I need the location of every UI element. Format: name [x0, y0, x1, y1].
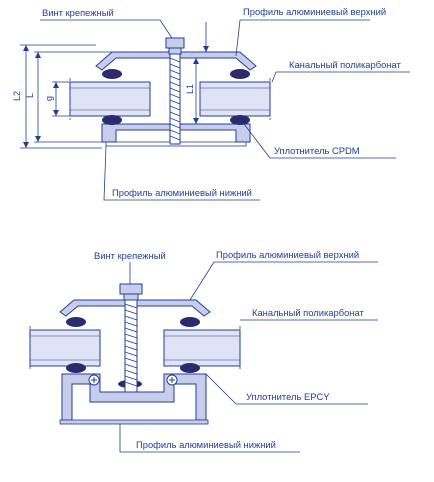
top-seals: [102, 69, 250, 125]
dim-g: g: [44, 96, 54, 101]
top-screw-label: Винт крепежный: [42, 7, 114, 18]
top-polycarbonate-label: Канальный поликарбонат: [289, 59, 401, 70]
top-dimensions: [20, 22, 207, 149]
bottom-seal-label: Уплотнитель EPCY: [246, 391, 330, 402]
bottom-leaders: [119, 261, 378, 453]
top-diagram: L2 L g L1 Винт крепежный Профиль алюмини…: [12, 6, 410, 201]
bottom-panel-left: [29, 326, 101, 370]
top-panel-left: [69, 78, 151, 120]
dim-l: L: [25, 93, 35, 98]
bottom-diagram: Винт крепежный Профиль алюминиевый верхн…: [29, 249, 378, 453]
bottom-screw: [119, 283, 143, 393]
bottom-lower-profile: [61, 373, 207, 421]
top-panel-right: [199, 78, 271, 120]
dim-l2: L2: [12, 91, 22, 101]
top-screw: [165, 37, 185, 145]
dim-l1: L1: [185, 84, 195, 94]
top-leaders: [40, 19, 410, 201]
bottom-seals: [66, 317, 200, 388]
bottom-fastener-marks: [88, 374, 178, 386]
bottom-upper-profile-label: Профиль алюминиевый верхний: [216, 249, 359, 260]
bottom-lower-profile-label: Профиль алюминиевый нижний: [136, 439, 276, 450]
top-upper-profile-label: Профиль алюминиевый верхний: [243, 6, 386, 17]
bottom-screw-label: Винт крепежный: [94, 250, 166, 261]
top-lower-profile-label: Профиль алюминиевый нижний: [112, 187, 252, 198]
bottom-upper-profile: [59, 299, 211, 317]
bottom-polycarbonate-label: Канальный поликарбонат: [252, 307, 364, 318]
top-seal-label: Уплотнитель CPDM: [274, 145, 360, 156]
bottom-panel-right: [163, 326, 241, 370]
top-upper-profile: [95, 51, 257, 71]
